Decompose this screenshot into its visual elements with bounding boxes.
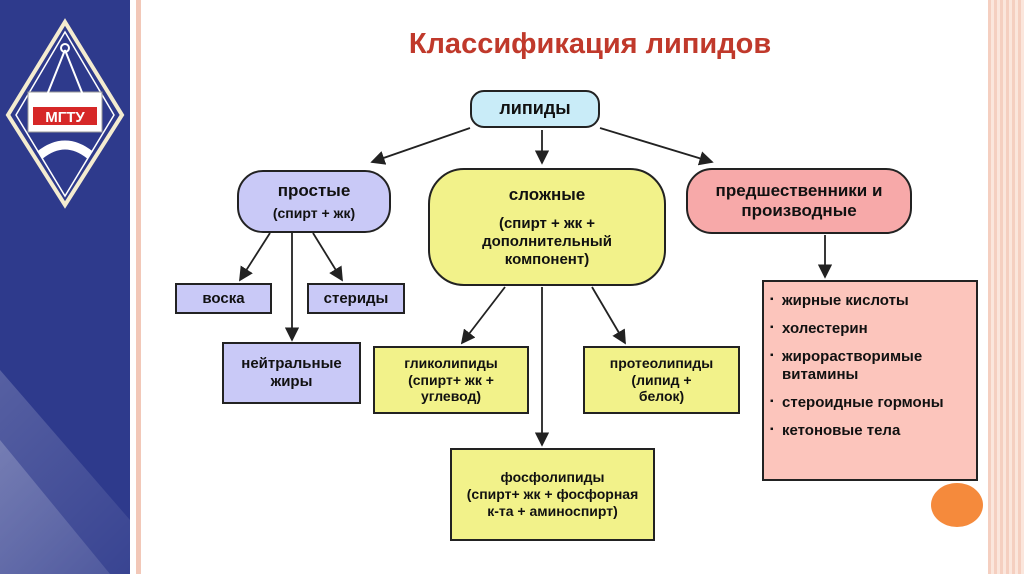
precursors-list: жирные кислоты холестерин жирорастворимы… xyxy=(762,280,978,481)
node-proteolipids: протеолипиды (липид + белок) xyxy=(583,346,740,414)
svg-text:МГТУ: МГТУ xyxy=(45,109,85,126)
orange-circle-decor xyxy=(931,483,983,527)
node-lipids: липиды xyxy=(470,90,600,128)
node-label: фосфолипиды xyxy=(500,469,605,486)
node-sublabel: (липид + белок) xyxy=(631,371,692,405)
divider xyxy=(131,0,135,574)
node-precursors: предшественники и производные xyxy=(686,168,912,234)
list-item: жирорастворимые витамины xyxy=(770,348,970,386)
node-label: липиды xyxy=(499,98,571,119)
node-label: нейтральные жиры xyxy=(241,355,342,390)
side-panel: МГТУ xyxy=(0,0,130,574)
node-glycolipids: гликолипиды (спирт+ жк + углевод) xyxy=(373,346,529,414)
list-item: кетоновые тела xyxy=(770,422,970,441)
list-item: стероидные гормоны xyxy=(770,394,970,413)
node-label: предшественники и производные xyxy=(715,180,883,220)
divider xyxy=(136,0,141,574)
university-logo: МГТУ xyxy=(5,18,125,209)
slide-title: Классификация липидов xyxy=(408,28,772,60)
node-sublabel: (спирт+ жк + фосфорная к-та + аминоспирт… xyxy=(466,486,639,519)
node-simple: простые (спирт + жк) xyxy=(237,170,391,233)
list-item: холестерин xyxy=(770,320,970,339)
node-sublabel: (спирт + жк) xyxy=(272,205,356,222)
node-label: протеолипиды xyxy=(609,354,714,371)
node-label: стериды xyxy=(323,289,389,307)
node-waxes: воска xyxy=(175,283,272,314)
node-label: сложные xyxy=(508,184,586,204)
node-sterides: стериды xyxy=(307,283,405,314)
list-item: жирные кислоты xyxy=(770,292,970,311)
node-neutral-fats: нейтральные жиры xyxy=(222,342,361,404)
node-sublabel: (спирт+ жк + углевод) xyxy=(408,371,494,405)
node-complex: сложные (спирт + жк + дополнительный ком… xyxy=(428,168,666,286)
node-sublabel: (спирт + жк + дополнительный компонент) xyxy=(482,215,612,269)
node-label: простые xyxy=(277,180,351,200)
right-stripes xyxy=(988,0,1024,574)
node-label: гликолипиды xyxy=(404,354,498,371)
node-label: воска xyxy=(202,289,245,307)
node-phospholipids: фосфолипиды (спирт+ жк + фосфорная к-та … xyxy=(450,448,655,541)
